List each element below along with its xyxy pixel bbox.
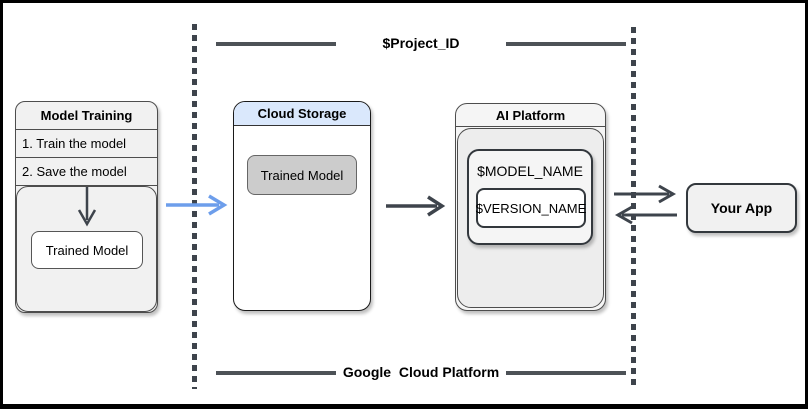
gcp-boundary-left-dotted-line xyxy=(192,24,197,389)
model-training-step-2: 2. Save the model xyxy=(16,158,157,186)
version-name-node: $VERSION_NAME xyxy=(476,188,586,228)
trained-model-chip: Trained Model xyxy=(247,155,357,195)
project-id-label: $Project_ID xyxy=(382,35,460,51)
cloud-storage-node: Cloud Storage xyxy=(233,101,371,311)
cloud-storage-title: Cloud Storage xyxy=(234,102,370,126)
trained-model-node: Trained Model xyxy=(31,231,143,269)
your-app-node: Your App xyxy=(686,183,797,233)
arrow-aiplatform-to-app-icon xyxy=(614,184,677,204)
gcp-platform-label: Google Cloud Platform xyxy=(342,364,500,380)
model-training-step-1: 1. Train the model xyxy=(16,130,157,158)
project-id-rule-right xyxy=(506,42,626,46)
project-id-rule-left xyxy=(216,42,336,46)
gcp-rule-right xyxy=(506,371,626,375)
gcp-boundary-right-dotted-line xyxy=(631,27,636,390)
gcp-rule-left xyxy=(216,371,336,375)
ai-platform-title: AI Platform xyxy=(456,104,605,127)
model-name-label: $MODEL_NAME xyxy=(477,163,583,179)
arrow-storage-to-aiplatform-icon xyxy=(386,195,446,217)
model-training-node: Model Training 1. Train the model 2. Sav… xyxy=(15,101,158,313)
model-training-title: Model Training xyxy=(16,102,157,130)
arrow-app-to-aiplatform-icon xyxy=(614,205,677,225)
